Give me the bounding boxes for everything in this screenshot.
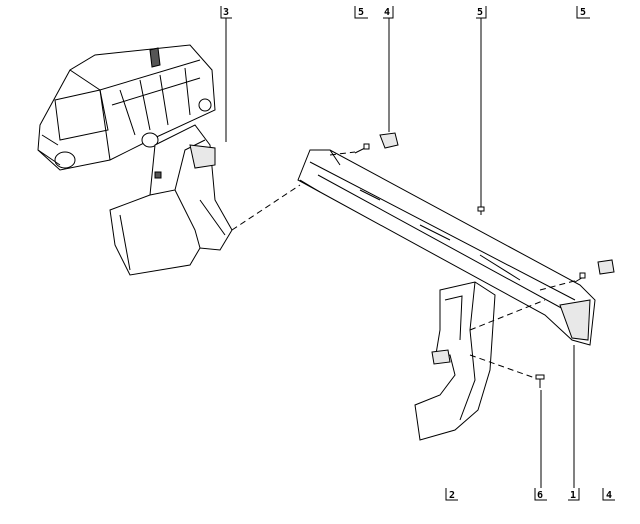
fasteners xyxy=(354,132,615,388)
callout-2: 2 xyxy=(445,488,458,501)
callout-6: 6 xyxy=(534,390,547,501)
callout-label: 5 xyxy=(358,7,364,18)
assembly-lines xyxy=(231,151,579,379)
callout-label: 3 xyxy=(223,7,229,18)
callout-label: 1 xyxy=(570,490,576,501)
callout-1: 1 xyxy=(568,345,580,501)
callout-4b: 4 xyxy=(602,488,615,501)
callout-label: 4 xyxy=(606,490,612,501)
part-1-trim-rail xyxy=(297,149,596,346)
clip-4-right xyxy=(597,259,615,275)
van-illustration xyxy=(37,44,216,171)
callout-5c: 5 xyxy=(576,6,590,19)
callout-label: 6 xyxy=(537,490,543,501)
callout-label: 5 xyxy=(580,7,586,18)
clip-4-top xyxy=(379,132,399,149)
callout-label: 5 xyxy=(477,7,483,18)
callout-5a: 5 xyxy=(354,6,368,19)
part-3-left-trim-panel xyxy=(109,124,233,276)
part-2-lower-trim-panel xyxy=(414,281,496,441)
callout-label: 2 xyxy=(449,490,455,501)
callout-label: 4 xyxy=(384,7,390,18)
callout-3: 3 xyxy=(220,6,232,142)
callout-4a: 4 xyxy=(383,6,394,132)
callout-5b: 5 xyxy=(476,6,487,205)
